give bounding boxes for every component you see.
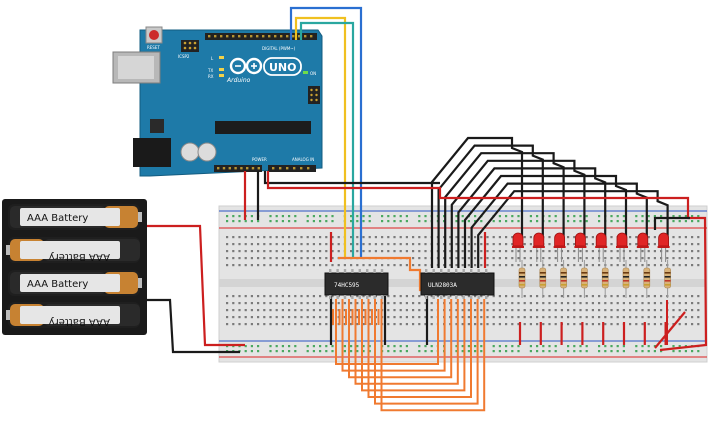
battery-cell-label: AAA Battery: [49, 251, 110, 262]
led-l: [219, 56, 224, 59]
led-tx-label: TX: [207, 68, 213, 73]
usb-port-inner: [118, 56, 154, 79]
icsp-label: ICSP2: [178, 54, 190, 59]
analog-label: ANALOG IN: [292, 157, 314, 162]
arduino-brand: Arduino: [226, 77, 251, 84]
orange-wire: [341, 299, 446, 372]
resistor: [581, 260, 588, 298]
capacitor-2: [197, 142, 217, 162]
wire-yellow: [294, 16, 347, 258]
battery-cell-label: AAA Battery: [49, 316, 110, 327]
resistor: [560, 260, 567, 298]
orange-wire: [335, 299, 439, 365]
arduino-uno: RESET ICSP2 DIGITAL (PWM~) L TX RX ON UN…: [112, 26, 323, 177]
black-arch-wire: [477, 190, 669, 268]
led: [553, 232, 566, 262]
arduino-model: UNO: [269, 61, 297, 74]
resistor: [664, 260, 671, 298]
battery-cell-label: AAA Battery: [27, 213, 88, 224]
chip-74hc595-label: 74HC595: [334, 282, 360, 289]
resistor: [643, 260, 651, 298]
wire-teal: [299, 21, 355, 258]
power-jack: [133, 138, 171, 167]
battery-cell-label: AAA Battery: [27, 279, 88, 290]
led: [657, 232, 670, 262]
battery-cell: AAA Battery: [8, 204, 142, 230]
capacitor-1: [180, 142, 200, 162]
battery-cell: AAA Battery: [6, 302, 140, 328]
led-array: [512, 232, 670, 262]
resistor: [601, 260, 609, 298]
battery-cell: AAA Battery: [8, 270, 142, 296]
bottom-header-pins: [217, 167, 310, 170]
reset-button-cap: [149, 30, 159, 40]
wire-red-top: [266, 171, 690, 218]
power-label: POWER: [252, 157, 267, 162]
black-arch-wire: [437, 144, 544, 268]
icsp-header: [181, 40, 199, 52]
icsp1-header: [308, 86, 320, 104]
led-on: [303, 71, 308, 74]
black-arch-wire: [457, 167, 607, 268]
digital-header: [205, 33, 317, 40]
wire-battery-negative: [140, 298, 240, 354]
resistor: [622, 260, 630, 298]
resistor: [518, 260, 526, 298]
orange-wire-bundle: [332, 299, 486, 412]
wire-blue: [289, 6, 363, 258]
led-l-label: L: [211, 56, 214, 61]
wire-gnd-2: [263, 171, 440, 185]
power-header: [214, 165, 262, 172]
black-arch-wire: [450, 159, 586, 268]
orange-wire: [380, 299, 486, 412]
led: [512, 232, 524, 262]
chip-uln2803a: ULN2803A: [420, 269, 495, 299]
arduino-board: [139, 29, 323, 177]
led: [636, 232, 649, 262]
digital-label: DIGITAL (PWM~): [262, 46, 296, 51]
orange-wire: [354, 299, 459, 385]
led: [595, 232, 608, 262]
led: [616, 232, 628, 262]
wire-red-diagonal: [654, 311, 686, 349]
atmega-chip: [215, 121, 311, 134]
red-wire-bundle: [518, 322, 667, 345]
voltage-regulator: [150, 119, 164, 133]
chip-74hc595: 74HC595: [324, 269, 389, 299]
black-arch-wire: [463, 174, 628, 268]
orange-wire: [361, 299, 466, 392]
battery-cell: AAA Battery: [6, 237, 140, 263]
led-on-label: ON: [310, 71, 316, 76]
wire-black-right: [653, 216, 690, 230]
wire-battery-positive: [140, 224, 245, 347]
chip-uln2803a-label: ULN2803A: [428, 282, 457, 289]
arduino-logo: UNO Arduino: [226, 57, 302, 84]
led: [574, 232, 587, 262]
orange-wire: [367, 299, 472, 398]
resistor: [539, 260, 547, 298]
reset-label: RESET: [147, 45, 160, 50]
battery-holder: [2, 199, 147, 335]
led-rx: [219, 74, 224, 77]
resistor-array: [518, 260, 671, 298]
orange-wire: [348, 299, 453, 379]
led-tx: [219, 68, 224, 71]
led: [532, 232, 545, 262]
orange-wire: [374, 299, 479, 405]
led-rx-label: RX: [208, 74, 214, 79]
analog-header: [268, 165, 316, 172]
digital-header-pins: [208, 35, 313, 38]
wire-red-right: [659, 216, 708, 352]
